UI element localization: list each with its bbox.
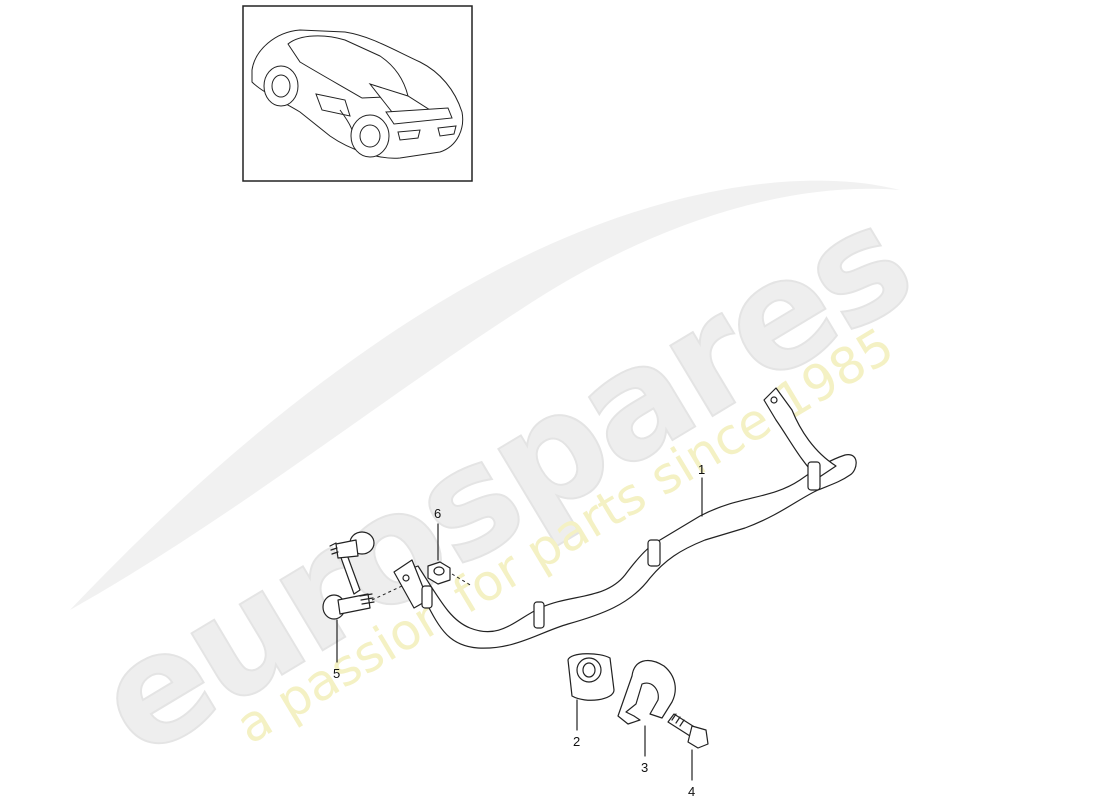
callout-4: 4 — [688, 784, 695, 799]
vehicle-thumbnail — [242, 5, 473, 182]
bracket-clamp — [617, 659, 676, 725]
coupling-rod — [322, 531, 375, 620]
bushing — [567, 653, 615, 701]
callout-1: 1 — [698, 462, 705, 477]
callout-labels: 1 2 3 4 5 6 — [333, 462, 705, 799]
assembly-line — [451, 573, 473, 587]
bolt — [667, 713, 709, 749]
car-outline-icon — [251, 29, 464, 159]
callout-3: 3 — [641, 760, 648, 775]
stabilizer-bar — [393, 387, 857, 649]
nut — [427, 561, 451, 585]
callout-5: 5 — [333, 666, 340, 681]
callout-6: 6 — [434, 506, 441, 521]
leader-lines — [336, 477, 703, 781]
callout-2: 2 — [573, 734, 580, 749]
